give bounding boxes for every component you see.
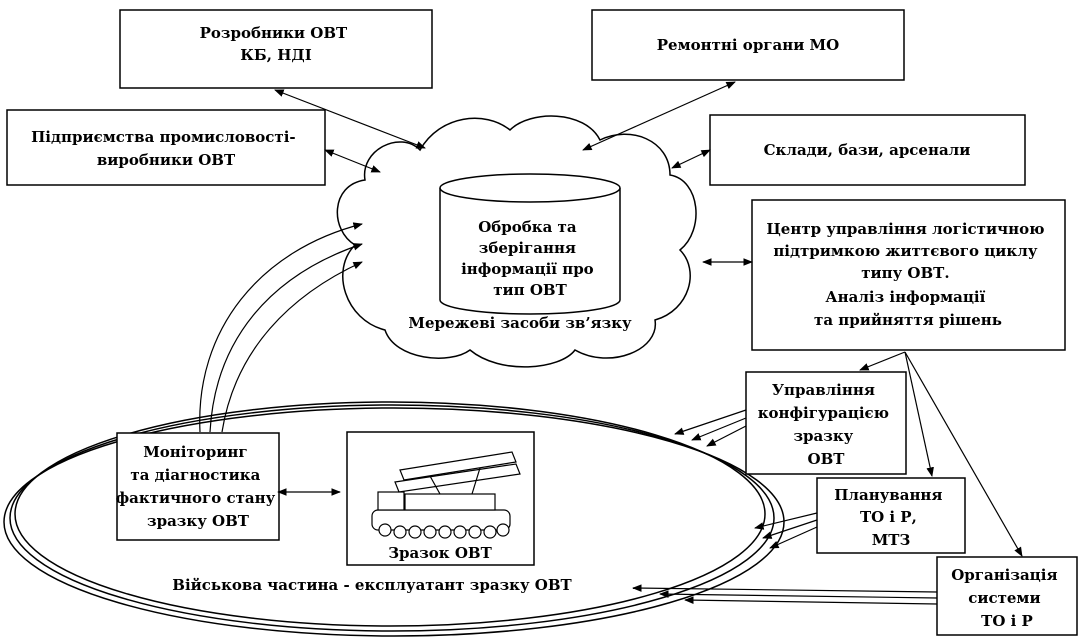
warehouses-box [709, 114, 1026, 186]
industry-label: Підприємства промисловості- виробники ОВ… [31, 128, 301, 169]
network-label: Мережеві засоби зв’язку [408, 314, 632, 332]
repair-box [591, 9, 905, 81]
sample-label: Зразок ОВТ [388, 544, 492, 562]
center-box [751, 199, 1066, 351]
database-label: Обробка та зберігання інформації про тип… [461, 218, 599, 299]
developers-box [119, 9, 433, 89]
database-cylinder [439, 173, 621, 315]
planning-box [816, 477, 966, 554]
monitoring-label: Моніторинг та діагностика фактичного ста… [116, 443, 281, 530]
center-label: Центр управління логістичною підтримкою … [766, 220, 1049, 329]
planning-label: Планування ТО і Р, МТЗ [834, 486, 947, 549]
industry-box [6, 109, 326, 186]
repair-label: Ремонтні органи МО [657, 36, 839, 54]
organization-box [936, 556, 1078, 636]
developers-label: Розробники ОВТ КБ, НДІ [200, 24, 353, 64]
config-label: Управління конфігурацією зразку ОВТ [758, 381, 895, 468]
unit-label: Військова частина - експлуатант зразку О… [172, 576, 572, 594]
military-vehicle-icon [371, 451, 521, 539]
connection-arrows [199, 81, 1023, 605]
warehouses-label: Склади, бази, арсенали [764, 141, 971, 159]
config-box [745, 371, 907, 475]
monitoring-box [116, 432, 280, 541]
military-unit-ellipse [3, 401, 785, 637]
organization-label: Організація системи ТО і Р [951, 566, 1063, 630]
